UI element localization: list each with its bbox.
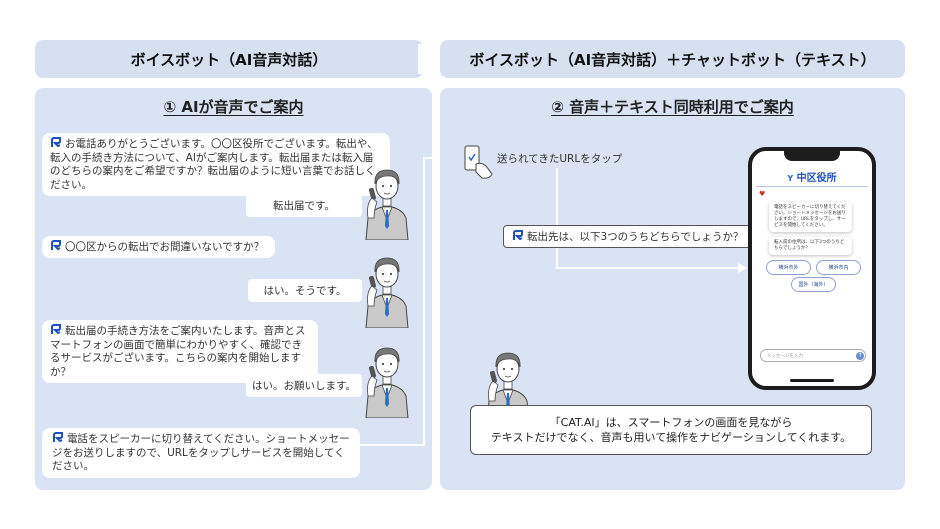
option-button[interactable]: 横浜市内 [816,260,861,275]
message-text: 転出先は、以下3つのうちどちらでしょうか？ [527,231,744,243]
left-panel-title: ① AIが音声でご案内 [163,98,304,116]
bot-message: 電話をスピーカーに切り替えてください。ショートメッセージをお送りしますので、UR… [42,428,360,478]
divider [756,186,868,187]
man-on-phone-icon [362,160,412,240]
question-bubble: 転出先は、以下3つのうちどちらでしょうか？ [503,225,758,248]
connector-line [355,444,425,446]
user-message: 転出届です。 [246,194,362,217]
phone-message: 電話をスピーカーに切り替えてください。ショートメッセージをお送りしますので、UR… [769,202,852,232]
cat-ai-logo-icon [52,432,64,444]
bot-message: 転出届の手続き方法をご案内いたします。音声とスマートフォンの画面で簡単にわかりや… [42,320,318,383]
man-on-phone-icon [362,248,412,328]
input-placeholder: メッセージを入力 [767,354,803,359]
option-button[interactable]: 横浜市外 [766,260,811,275]
phone-title: 中区役所 [796,173,837,184]
cat-ai-logo-icon [50,137,62,149]
hand-tap-phone-icon [464,145,493,179]
tap-url-label: 送られてきたURLをタップ [497,153,623,165]
phone-notch [784,149,840,161]
cat-ai-logo-icon [50,240,62,252]
connector-line [556,267,742,269]
bot-message: 〇〇区からの転出でお間違いないですか？ [42,236,275,258]
connector-line [556,168,558,269]
phone-header: Y 中区役所 [752,169,872,184]
arrow-right-icon [418,34,446,84]
caption-line: テキストだけでなく、音声も用いて操作をナビゲーションしてくれます。 [490,431,852,444]
connector-line [423,157,425,446]
smartphone: Y 中区役所 ♥ 電話をスピーカーに切り替えてください。ショートメッセージをお送… [748,147,876,390]
cat-ai-logo-icon [512,230,524,242]
cat-ai-logo-icon [50,324,62,336]
option-button[interactable]: 国外（海外） [791,277,836,292]
user-message: はい。お願いします。 [246,374,362,397]
phone-message: 転入前の住所は、以下3つのうちどちらでしょうか？ [769,237,852,255]
message-text: 転出届の手続き方法をご案内いたします。音声とスマートフォンの画面で簡単にわかりや… [50,325,306,378]
header-voicebot-chatbot: ボイスボット（AI音声対話）＋チャットボット（テキスト） [440,40,905,78]
user-message: はい。そうです。 [248,279,362,302]
send-arrow-icon[interactable]: ↑ [856,352,864,360]
caption-box: 「CAT.AI」は、スマートフォンの画面を見ながら テキストだけでなく、音声も用… [470,405,872,455]
bot-message: お電話ありがとうございます。〇〇区役所でございます。転出や、転入の手続き方法につ… [42,133,390,196]
message-text: 電話をスピーカーに切り替えてください。ショートメッセージをお送りしますので、UR… [52,433,350,472]
right-panel-title: ② 音声＋テキスト同時利用でご案内 [551,98,794,116]
city-logo-icon: Y [787,174,794,183]
message-input[interactable]: メッセージを入力 [760,349,866,362]
message-text: お電話ありがとうございます。〇〇区役所でございます。転出や、転入の手続き方法につ… [50,138,378,191]
message-text: 〇〇区からの転出でお間違いないですか？ [65,241,265,253]
mascot-icon: ♥ [759,190,766,198]
caption-line: 「CAT.AI」は、スマートフォンの画面を見ながら [549,416,793,429]
man-on-phone-icon [362,338,412,418]
header-voicebot: ボイスボット（AI音声対話） [35,40,423,78]
home-indicator [790,379,834,382]
arrow-head-icon [738,263,747,273]
